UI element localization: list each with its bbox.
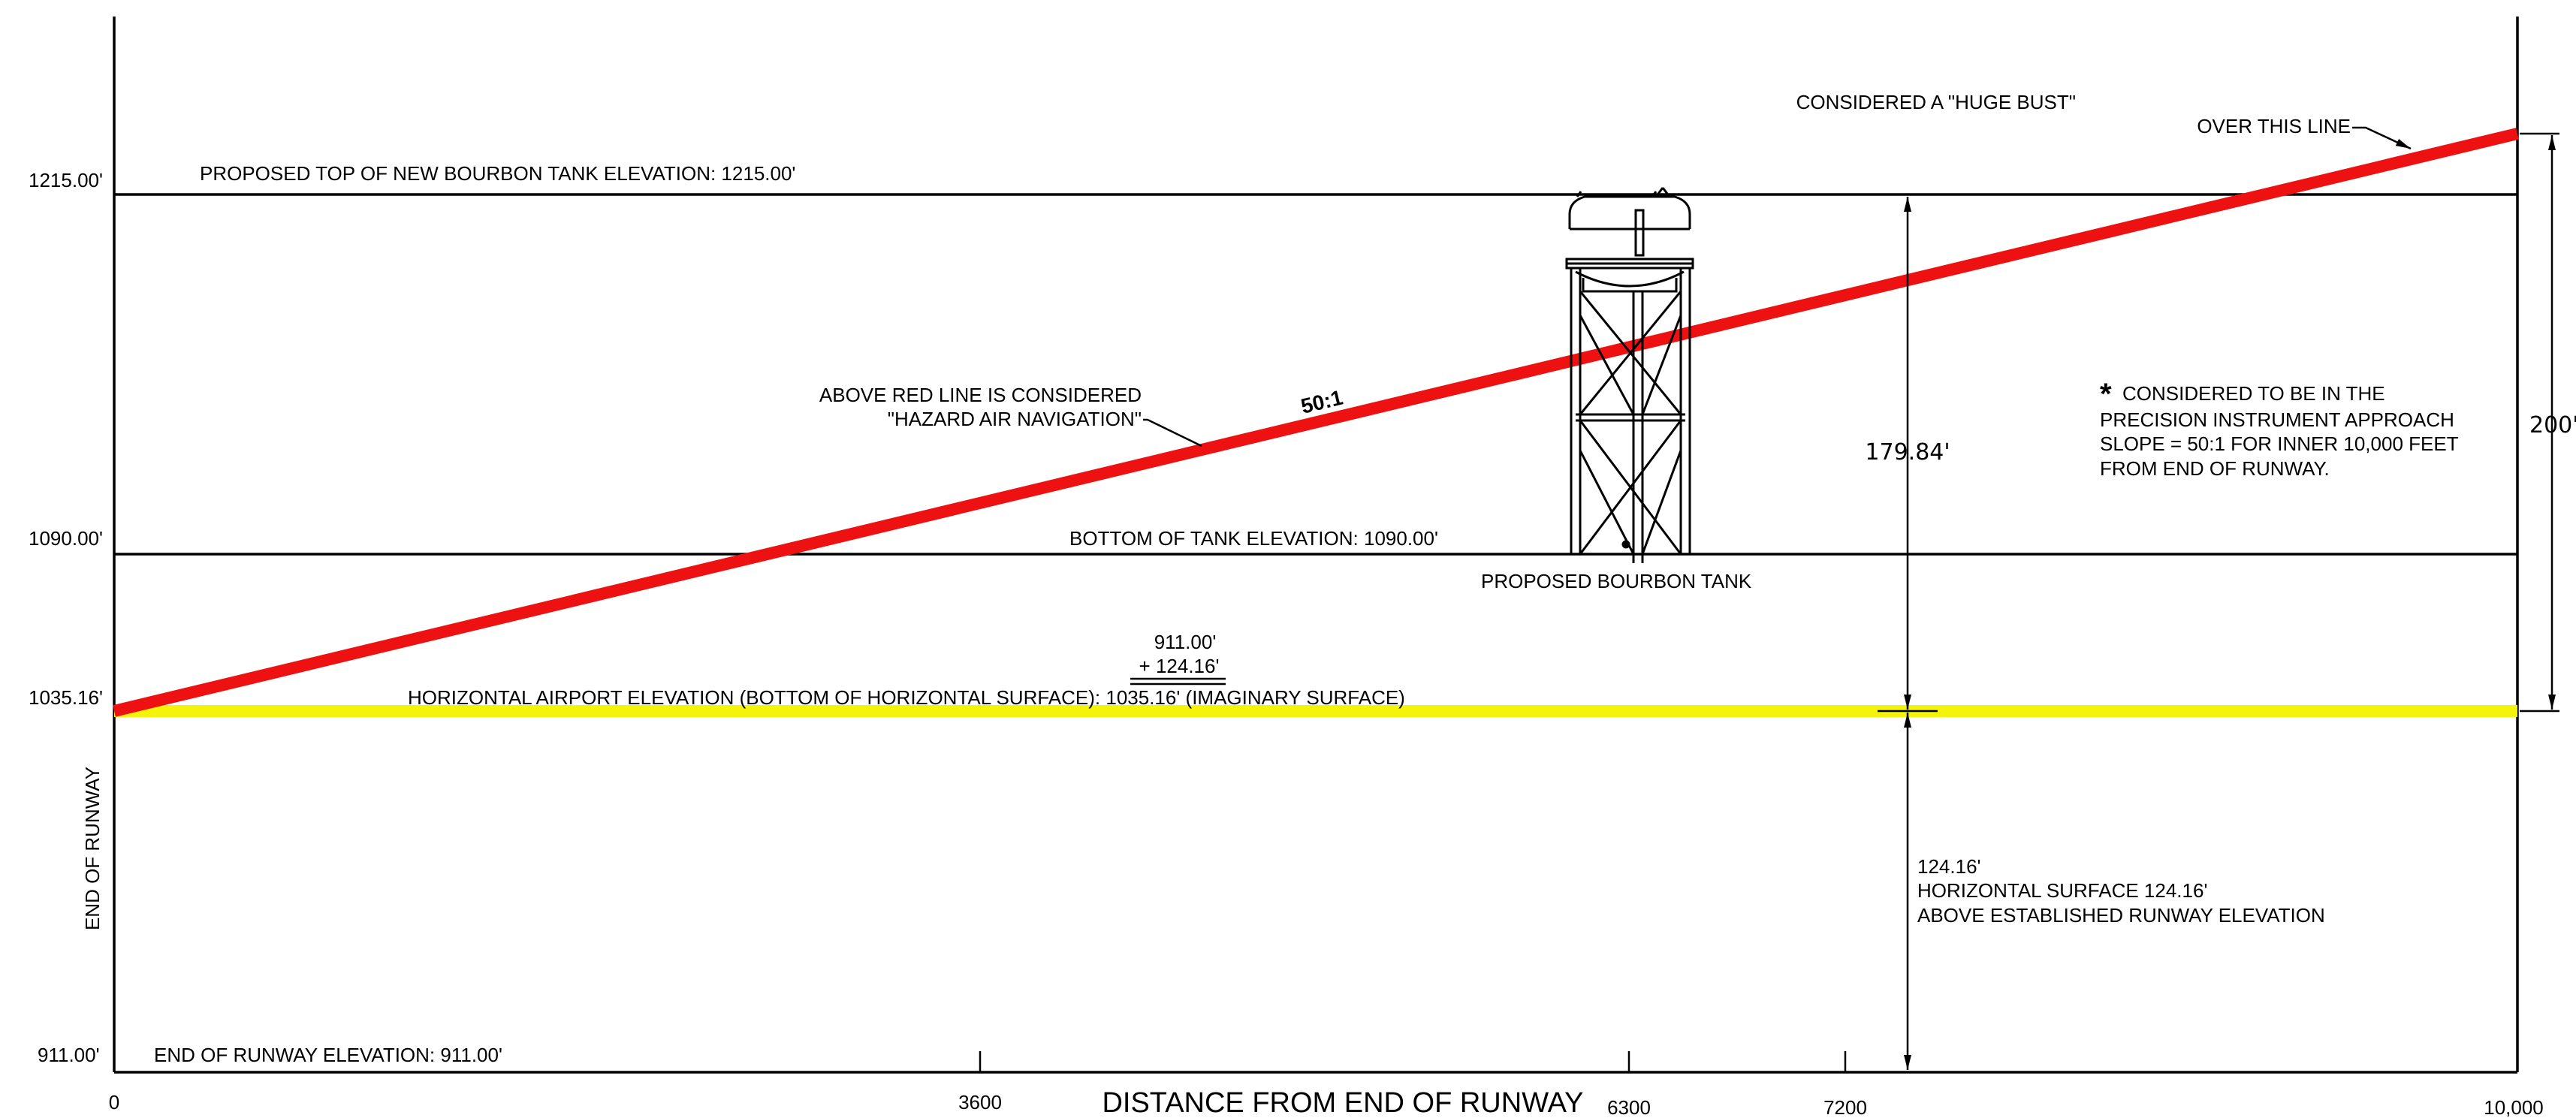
distance-tick-3600: 3600 [958,1091,1002,1113]
x-axis-title: DISTANCE FROM END OF RUNWAY [1102,1087,1583,1118]
bottom-tank-label: BOTTOM OF TANK ELEVATION: 1090.00' [1069,527,1438,550]
top-line-label: PROPOSED TOP OF NEW BOURBON TANK ELEVATI… [200,162,795,185]
precision-note-line-1: CONSIDERED TO BE IN THE [2122,382,2385,405]
distance-tick-10000: 10,000 [2484,1096,2544,1118]
runway-elevation-label: END OF RUNWAY ELEVATION: 911.00' [154,1044,502,1066]
hazard-note-line-1: ABOVE RED LINE IS CONSIDERED [819,384,1142,406]
elevation-tick-1215: 1215.00' [29,169,103,191]
approach-slope-line [113,128,2519,717]
asterisk-mark: * [2100,378,2112,411]
hazard-note-line-2: "HAZARD AIR NAVIGATION" [888,408,1142,430]
bust-note-line-2: OVER THIS LINE [2197,115,2351,137]
precision-note-line-3: SLOPE = 50:1 FOR INNER 10,000 FEET [2100,432,2459,455]
elevation-tick-911: 911.00' [38,1044,100,1066]
surface-note-line-2: HORIZONTAL SURFACE 124.16' [1917,879,2207,902]
left-axis-label: END OF RUNWAY [81,767,104,930]
elevation-tick-1035: 1035.16' [29,686,103,709]
bust-leader-arrow [2352,126,2412,150]
water-tank-drawing [1565,187,1694,563]
tank-label: PROPOSED BOURBON TANK [1481,570,1752,592]
precision-note-line-4: FROM END OF RUNWAY. [2100,457,2330,480]
tank-height-dimension-label: 179.84' [1865,439,1950,466]
horizontal-surface-label: HORIZONTAL AIRPORT ELEVATION (BOTTOM OF … [408,686,1405,709]
hazard-leader-line [1143,418,1202,448]
distance-tick-0: 0 [109,1091,119,1113]
calc-line-2: + 124.16' [1139,655,1220,677]
elevation-tick-1090: 1090.00' [29,527,103,550]
right-dimension-label: 200' [2529,412,2576,438]
precision-note-line-2: PRECISION INSTRUMENT APPROACH [2100,408,2454,431]
bust-note-line-1: CONSIDERED A "HUGE BUST" [1796,91,2076,113]
distance-tick-7200: 7200 [1823,1096,1867,1118]
distance-tick-6300: 6300 [1607,1096,1651,1118]
surface-note-line-1: 124.16' [1917,855,1981,878]
calc-line-1: 911.00' [1154,631,1217,653]
surface-note-line-3: ABOVE ESTABLISHED RUNWAY ELEVATION [1917,904,2325,927]
